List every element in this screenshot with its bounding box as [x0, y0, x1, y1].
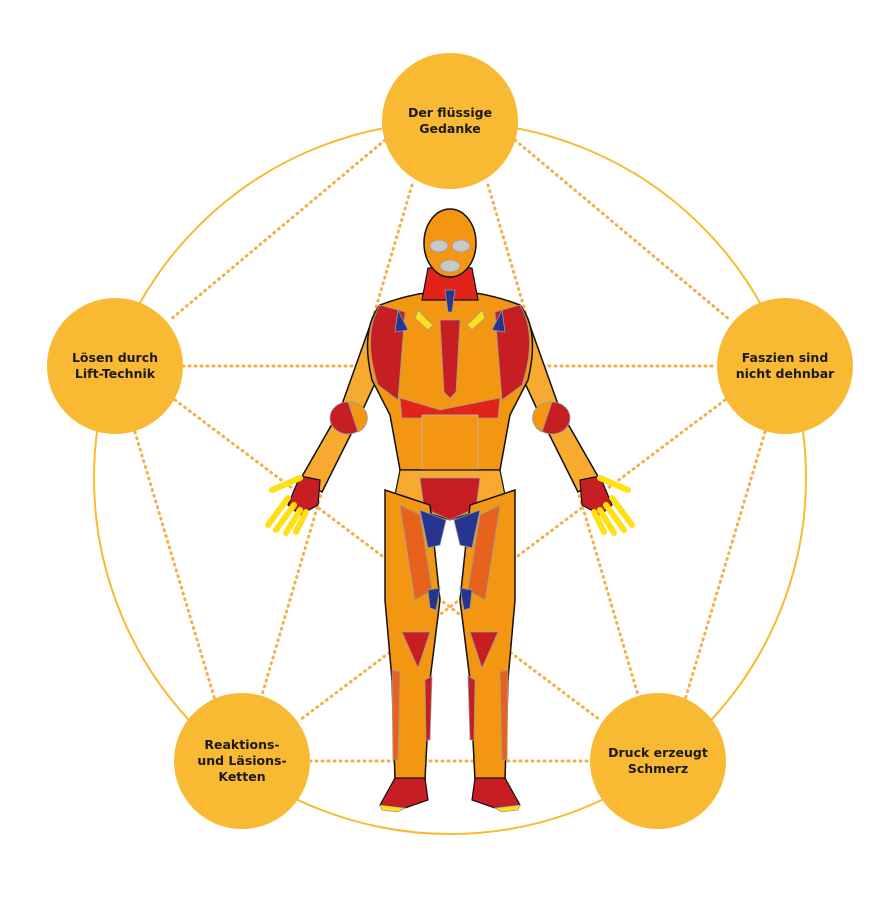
node-label: Reaktions- und Läsions- Ketten [197, 737, 287, 784]
node-faszien-sind-nicht-dehnbar: Faszien sind nicht dehnbar [717, 298, 853, 434]
node-der-fluessige-gedanke: Der flüssige Gedanke [382, 53, 518, 189]
node-label: Lösen durch Lift-Technik [71, 350, 159, 381]
node-label: Faszien sind nicht dehnbar [735, 350, 835, 381]
node-loesen-durch-lift-technik: Lösen durch Lift-Technik [47, 298, 183, 434]
node-label: Druck erzeugt Schmerz [608, 745, 708, 776]
node-druck-erzeugt-schmerz: Druck erzeugt Schmerz [590, 693, 726, 829]
node-label: Der flüssige Gedanke [407, 105, 493, 136]
node-reaktions-und-laesions-ketten: Reaktions- und Läsions- Ketten [174, 693, 310, 829]
human-body-figure [265, 208, 635, 813]
